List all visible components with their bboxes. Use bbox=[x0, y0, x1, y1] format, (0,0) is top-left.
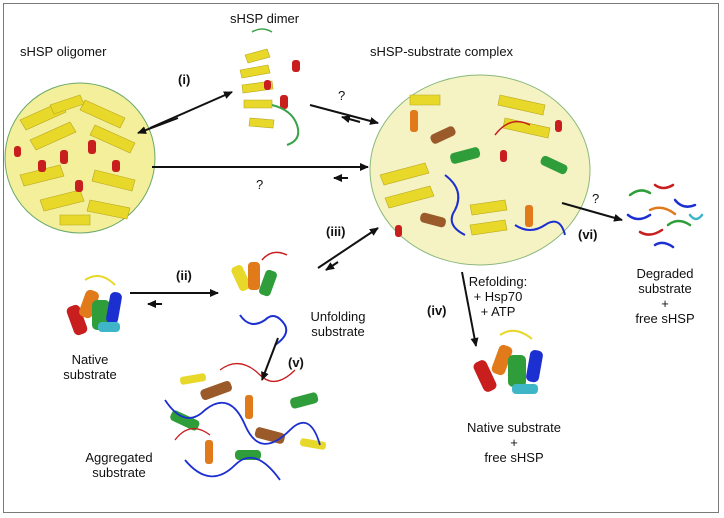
degraded-line-1: Degraded bbox=[636, 266, 694, 281]
step-ii: (ii) bbox=[176, 268, 192, 283]
aggregated-line-2: substrate bbox=[92, 465, 146, 480]
unfolding-line-1: Unfolding bbox=[310, 309, 366, 324]
refold-line-3: + ATP bbox=[480, 304, 516, 319]
question-oligomer-complex: ? bbox=[256, 177, 264, 192]
degraded-line-4: free sHSP bbox=[635, 311, 695, 326]
label-shsp-dimer: sHSP dimer bbox=[230, 11, 300, 26]
degraded-line-2: substrate bbox=[638, 281, 692, 296]
unfolding-line-2: substrate bbox=[311, 324, 365, 339]
label-aggregated-substrate: Aggregated substrate bbox=[74, 450, 164, 480]
step-v: (v) bbox=[288, 355, 304, 370]
nativefree-line-3: free sHSP bbox=[484, 450, 544, 465]
label-refolding: Refolding: + Hsp70 + ATP bbox=[462, 274, 534, 319]
nativefree-line-1: Native substrate bbox=[467, 420, 561, 435]
step-i: (i) bbox=[178, 72, 191, 87]
question-complex-degraded: ? bbox=[592, 191, 600, 206]
label-unfolding-substrate: Unfolding substrate bbox=[298, 309, 378, 339]
label-native-substrate: Native substrate bbox=[50, 352, 130, 382]
figure-frame bbox=[3, 3, 719, 513]
label-degraded-substrate: Degraded substrate + free sHSP bbox=[620, 266, 710, 326]
shsp-dimer-structure bbox=[239, 28, 300, 146]
reaction-arrows bbox=[130, 91, 623, 381]
degraded-line-3: + bbox=[661, 296, 669, 311]
native-line-2: substrate bbox=[63, 367, 117, 382]
aggregated-substrate-structure bbox=[164, 363, 327, 481]
aggregated-line-1: Aggregated bbox=[85, 450, 153, 465]
question-dimer-complex: ? bbox=[338, 88, 346, 103]
step-iii: (iii) bbox=[326, 224, 346, 239]
shsp-oligomer-structure bbox=[4, 82, 156, 234]
refold-line-1: Refolding: bbox=[468, 274, 528, 289]
native-substrate-structure bbox=[66, 275, 122, 336]
native-line-1: Native bbox=[71, 352, 109, 367]
refold-line-2: + Hsp70 bbox=[473, 289, 523, 304]
nativefree-line-2: + bbox=[510, 435, 518, 450]
label-shsp-oligomer: sHSP oligomer bbox=[20, 44, 107, 59]
step-vi: (vi) bbox=[578, 227, 598, 242]
label-shsp-substrate-complex: sHSP-substrate complex bbox=[370, 44, 514, 59]
unfolding-substrate-structure bbox=[231, 251, 288, 346]
label-native-free-shsp: Native substrate + free sHSP bbox=[454, 420, 574, 465]
step-iv: (iv) bbox=[427, 303, 447, 318]
degraded-fragments bbox=[626, 183, 704, 249]
shsp-substrate-complex-structure bbox=[369, 74, 591, 266]
refolded-native-structure bbox=[473, 329, 543, 394]
